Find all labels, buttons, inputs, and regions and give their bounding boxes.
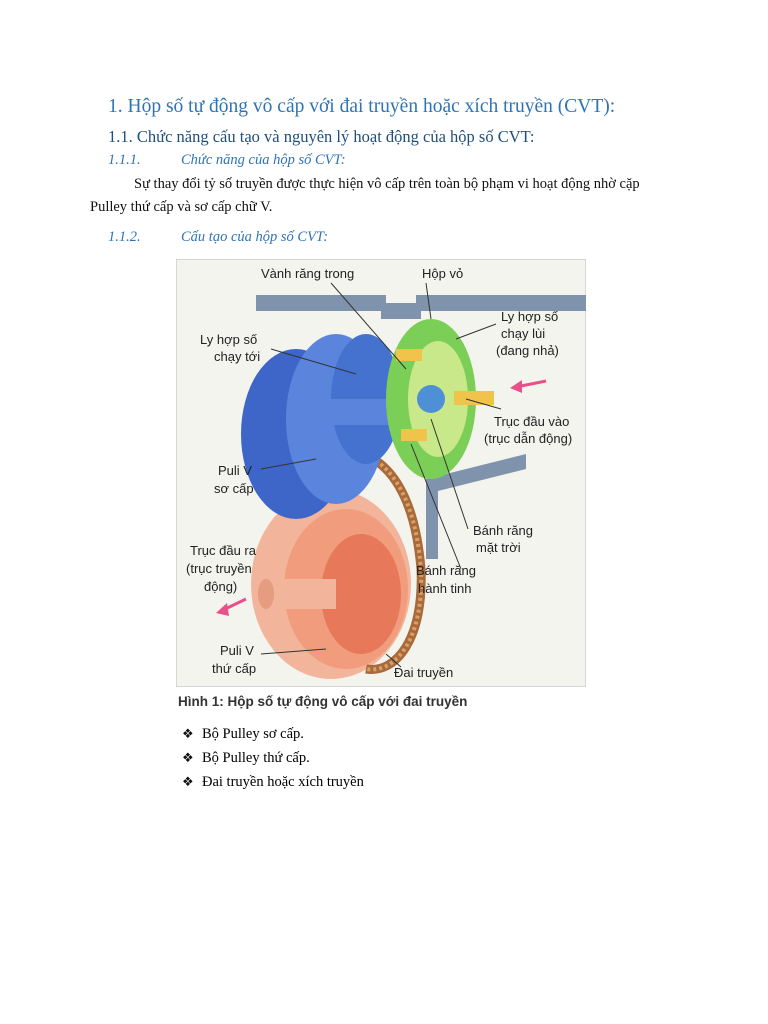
label-housing: Hộp vỏ	[422, 266, 463, 281]
heading-2: 1.1. Chức năng cấu tạo và nguyên lý hoạt…	[108, 127, 535, 146]
housing-shape	[256, 295, 586, 319]
section-number: 1.1.2.	[108, 229, 141, 245]
list-item: ❖ Đai truyền hoặc xích truyền	[182, 770, 364, 794]
body-paragraph: Sự thay đổi tỷ số truyền được thực hiện …	[90, 173, 680, 219]
label-primary-pulley: sơ cấp	[214, 481, 254, 496]
label-planet-gear: hành tinh	[418, 581, 472, 596]
label-primary-pulley: Puli V	[218, 463, 252, 478]
list-item-text: Đai truyền hoặc xích truyền	[202, 774, 364, 790]
label-reverse-clutch: (đang nhả)	[496, 343, 559, 358]
label-output-shaft: Trục đầu ra	[190, 543, 257, 558]
label-forward-clutch: Ly hợp số	[200, 332, 257, 347]
list-item: ❖ Bộ Pulley thứ cấp.	[182, 746, 364, 770]
label-sun-gear: mặt trời	[476, 540, 521, 555]
section-title: Cấu tạo của hộp số CVT:	[181, 229, 329, 245]
label-reverse-clutch: chạy lùi	[501, 326, 545, 341]
diamond-bullet-icon: ❖	[182, 750, 194, 765]
figure-caption: Hình 1: Hộp số tự động vô cấp với đai tr…	[178, 694, 468, 709]
label-forward-clutch: chạy tới	[214, 349, 260, 364]
label-sun-gear: Bánh răng	[473, 523, 533, 538]
label-belt: Đai truyền	[394, 665, 453, 680]
heading-1: 1. Hộp số tự động vô cấp với đai truyền …	[108, 96, 616, 117]
cvt-diagram: Vành răng trong Hộp vỏ Ly hợp số chạy lù…	[176, 259, 586, 687]
label-secondary-pulley: Puli V	[220, 643, 254, 658]
label-reverse-clutch: Ly hợp số	[501, 309, 558, 324]
label-input-shaft: Trục đầu vào	[494, 414, 569, 429]
label-output-shaft: động)	[204, 579, 237, 594]
paragraph-text: Sự thay đổi tỷ số truyền được thực hiện …	[90, 176, 640, 215]
bullet-list: ❖ Bộ Pulley sơ cấp. ❖ Bộ Pulley thứ cấp. ❖…	[182, 722, 364, 794]
diamond-bullet-icon: ❖	[182, 774, 194, 789]
label-output-shaft: (trục truyền	[186, 561, 252, 576]
label-input-shaft: (trục dẫn động)	[484, 431, 572, 446]
section-title: Chức năng của hộp số CVT:	[181, 152, 346, 168]
housing-lower-shape	[426, 454, 526, 559]
list-item: ❖ Bộ Pulley sơ cấp.	[182, 722, 364, 746]
label-secondary-pulley: thứ cấp	[212, 661, 256, 676]
list-item-text: Bộ Pulley thứ cấp.	[202, 750, 310, 766]
section-number: 1.1.1.	[108, 152, 141, 168]
diamond-bullet-icon: ❖	[182, 726, 194, 741]
label-planet-gear: Bánh răng	[416, 563, 476, 578]
list-item-text: Bộ Pulley sơ cấp.	[202, 726, 304, 742]
label-ring-gear: Vành răng trong	[261, 266, 354, 281]
